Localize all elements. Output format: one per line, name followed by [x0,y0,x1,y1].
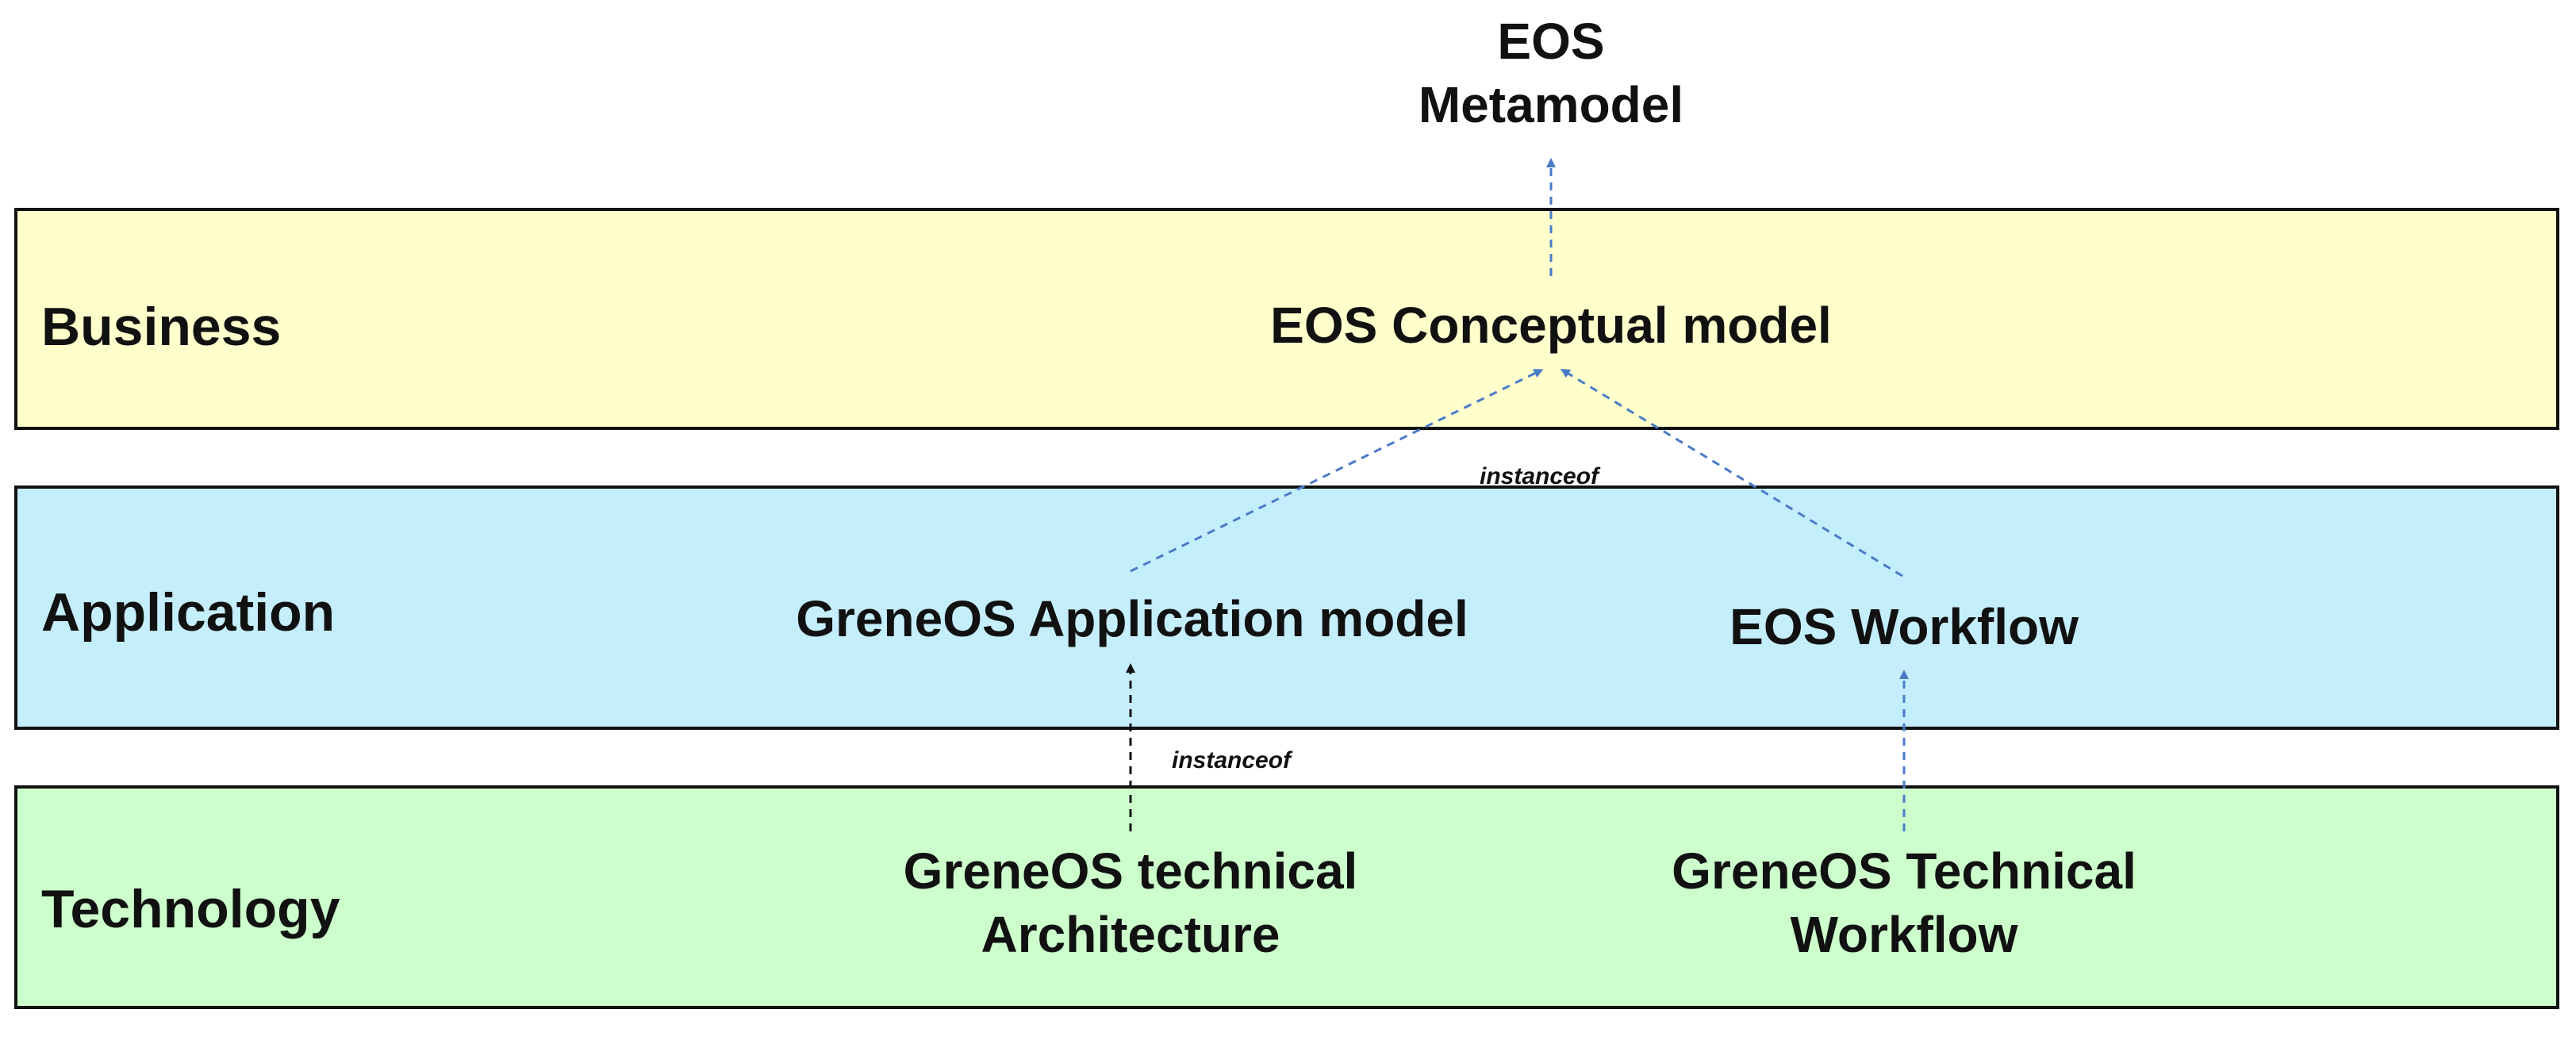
eos-metamodel-line1: EOS [1497,13,1605,70]
technology-layer: Technology [14,785,2559,1009]
greneos-technical-architecture-line1: GreneOS technical [903,842,1358,900]
greneos-technical-architecture-node: GreneOS technical Architecture [904,839,1358,966]
eos-conceptual-model-node: EOS Conceptual model [1270,297,1832,354]
business-layer-label: Business [41,297,282,357]
eos-metamodel-line2: Metamodel [1418,76,1684,133]
greneos-application-model-node: GreneOS Application model [796,590,1468,647]
application-layer-label: Application [41,582,336,643]
eos-metamodel-node: EOS Metamodel [1419,10,1683,136]
greneos-technical-workflow-line2: Workflow [1790,906,2018,963]
eos-workflow-node: EOS Workflow [1729,598,2079,655]
technology-layer-label: Technology [41,879,340,939]
greneos-technical-workflow-line1: GreneOS Technical [1672,842,2136,900]
greneos-technical-workflow-node: GreneOS Technical Workflow [1672,839,2136,966]
instanceof-label-lower: instanceof [1172,747,1292,773]
greneos-technical-architecture-line2: Architecture [981,906,1280,963]
instanceof-label-upper: instanceof [1480,463,1599,489]
